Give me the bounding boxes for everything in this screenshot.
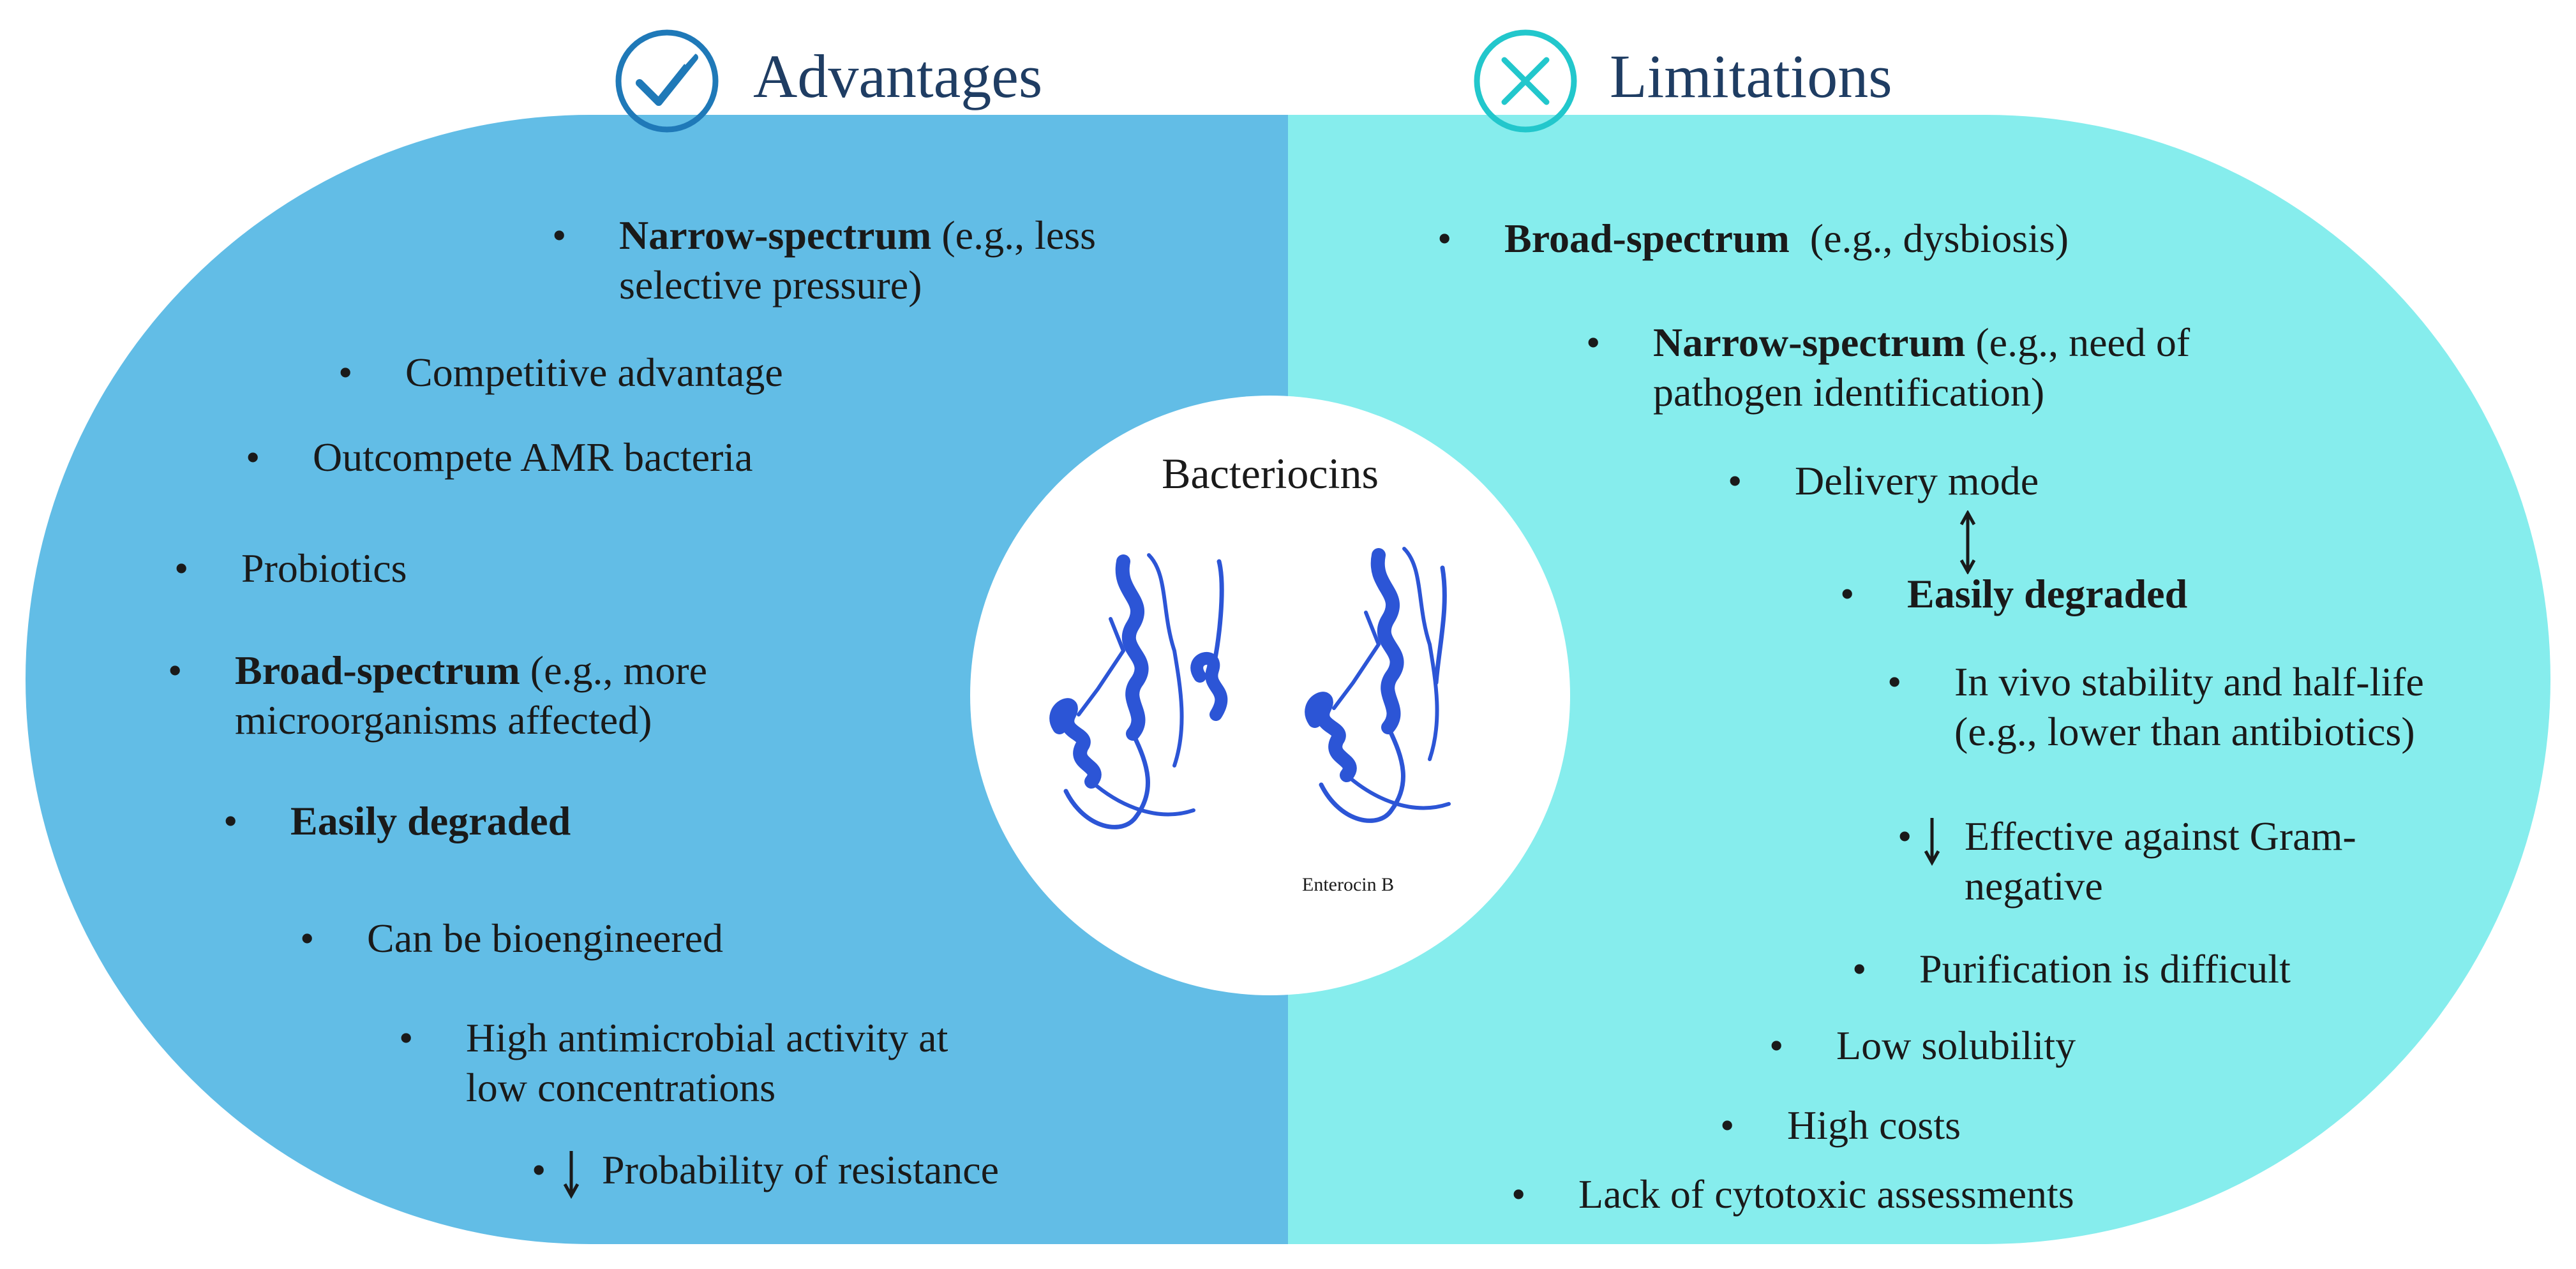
advantage-item-outcompete-amr: • Outcompete AMR bacteria [246,434,753,480]
down-arrow-icon [563,1151,580,1199]
advantage-item-probability-resistance: • Probability of resistance [532,1147,1000,1192]
enterocin-b-protein-structure [1049,547,1451,829]
up-down-arrow-icon [1959,510,1976,574]
limitation-item-broad-spectrum: • Broad-spectrum (e.g., dysbiosis) [1437,216,2069,261]
advantage-item-narrow-spectrum: • Narrow-spectrum (e.g., less selective … [552,211,1096,310]
enterocin-b-label: Enterocin B [1302,874,1395,895]
limitation-item-effective-gram-negative: • Effective against Gram- negative [1898,813,2356,909]
limitation-item-low-solubility: • Low solubility [1769,1023,2076,1068]
bullet: • [552,212,567,258]
advantage-item-competitive-advantage: • Competitive advantage [338,350,783,395]
advantage-item-broad-spectrum: • Broad-spectrum (e.g., more microorgani… [168,648,707,743]
limitation-item-high-costs: • High costs [1720,1102,1961,1148]
advantage-item-bioengineered: • Can be bioengineered [300,916,723,961]
advantage-item-high-antimicrobial-activity: • High antimicrobial activity at low con… [399,1015,948,1110]
limitation-item-cytotoxic-assessments: • Lack of cytotoxic assessments [1511,1171,2074,1217]
checkmark-circle-icon [615,29,719,133]
advantage-item-probiotics: • Probiotics [174,545,407,591]
limitation-item-purification: • Purification is difficult [1852,946,2291,991]
limitation-item-delivery-mode: • Delivery mode [1728,458,2039,503]
limitations-title: Limitations [1610,42,1892,110]
limitation-item-narrow-spectrum: • Narrow-spectrum (e.g., need of pathoge… [1586,320,2190,415]
limitation-item-in-vivo-stability: • In vivo stability and half-life (e.g.,… [1887,659,2424,754]
limitation-item-easily-degraded: • Easily degraded [1840,571,2188,616]
advantage-item-easily-degraded: • Easily degraded [223,798,571,843]
down-arrow-icon [1924,818,1940,866]
x-circle-icon [1474,29,1577,133]
center-circle [970,396,1570,995]
bacteriocins-title: Bacteriocins [1162,449,1379,498]
advantages-title: Advantages [753,42,1043,110]
